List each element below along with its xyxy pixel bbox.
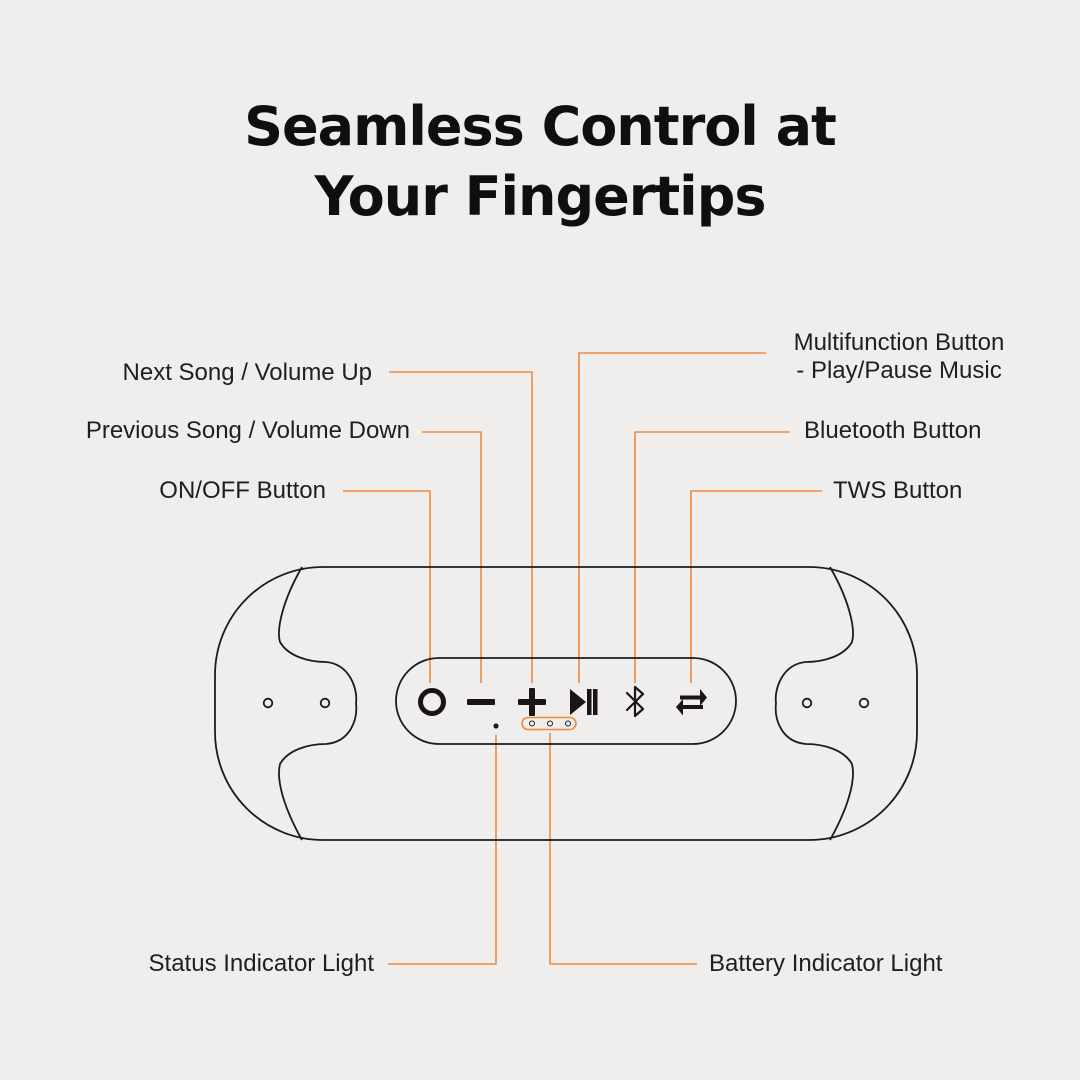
bluetooth-icon[interactable] [625,685,645,718]
leader-lines [343,352,822,965]
leader-next-song [389,371,533,683]
minus-icon[interactable] [467,699,495,705]
leader-on-off [343,490,431,683]
title-line-2: Your Fingertips [314,165,767,228]
leader-battery-light [549,733,697,965]
label-on-off: ON/OFF Button [159,477,326,504]
speaker-body [214,566,918,841]
title-line-1: Seamless Control at [244,95,837,158]
leader-previous-song [422,431,482,683]
leader-status-light [388,735,497,965]
left-end-cap [278,566,358,841]
power-icon[interactable] [418,688,446,716]
label-multifunction: Multifunction Button - Play/Pause Music [770,329,1028,385]
label-previous-song: Previous Song / Volume Down [85,417,410,444]
leader-multifunction [578,352,766,683]
label-multifunction-line-1: Multifunction Button [793,329,1005,356]
tws-arrows-icon[interactable] [676,689,707,716]
page-title: Seamless Control at Your Fingertips [0,92,1080,232]
battery-light-frame [521,716,577,731]
label-tws: TWS Button [833,477,963,504]
battery-indicator-dots [529,720,571,727]
label-next-song: Next Song / Volume Up [122,359,372,386]
label-multifunction-line-2: - Play/Pause Music [796,357,1002,384]
right-screw-hole-2 [858,697,870,709]
play-pause-icon[interactable] [570,689,598,715]
battery-dot-2 [547,720,553,727]
right-screw-hole-1 [801,697,813,709]
leader-tws [690,490,822,683]
label-battery-light: Battery Indicator Light [709,950,943,977]
speaker-outline [214,566,918,841]
right-end-cap [774,566,854,841]
left-screw-hole-1 [262,697,274,709]
plus-icon[interactable] [518,688,546,716]
control-panel [395,657,737,745]
label-status-light: Status Indicator Light [148,950,374,977]
battery-dot-3 [565,720,571,727]
leader-bluetooth [634,431,790,683]
status-indicator-dot [493,723,499,729]
left-screw-hole-2 [319,697,331,709]
battery-dot-1 [529,720,535,727]
label-bluetooth: Bluetooth Button [804,417,982,444]
